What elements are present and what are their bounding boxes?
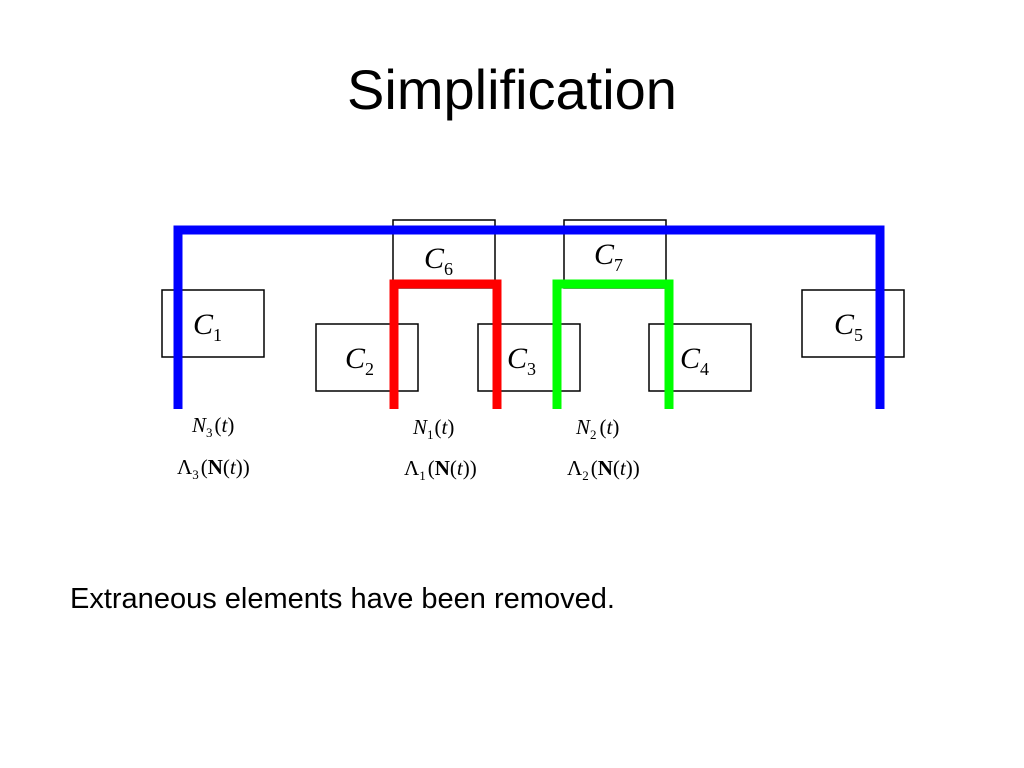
svg-text:C7: C7: [594, 238, 623, 275]
svg-text:C6: C6: [424, 242, 453, 279]
box-c5: C5: [801, 289, 905, 358]
c7-index: 7: [614, 255, 623, 275]
c4-letter: C: [680, 342, 701, 375]
green-bracket: [552, 279, 674, 409]
red-bracket: [389, 279, 502, 409]
counter-label-n1: N1(t): [412, 415, 454, 442]
c7-letter: C: [594, 238, 615, 271]
box-c2: C2: [315, 323, 419, 392]
c5-letter: C: [834, 308, 855, 341]
svg-text:C4: C4: [680, 342, 709, 379]
c1-index: 1: [213, 325, 222, 345]
svg-text:C3: C3: [507, 342, 536, 379]
rate-label-lambda1: Λ1(N(t)): [404, 456, 477, 483]
blue-bracket: [173, 225, 885, 409]
c2-letter: C: [345, 342, 366, 375]
c4-index: 4: [700, 359, 709, 379]
svg-text:C1: C1: [193, 308, 222, 345]
c3-index: 3: [527, 359, 536, 379]
rate-label-lambda2: Λ2(N(t)): [567, 456, 640, 483]
svg-text:C2: C2: [345, 342, 374, 379]
counter-label-n2: N2(t): [575, 415, 619, 442]
c6-letter: C: [424, 242, 445, 275]
svg-text:C5: C5: [834, 308, 863, 345]
slide-title: Simplification: [347, 58, 677, 121]
c3-letter: C: [507, 342, 528, 375]
rate-label-lambda3: Λ3(N(t)): [177, 455, 250, 482]
c2-index: 2: [365, 359, 374, 379]
c1-letter: C: [193, 308, 214, 341]
counter-label-n3: N3(t): [191, 413, 234, 440]
c5-index: 5: [854, 325, 863, 345]
slide-caption: Extraneous elements have been removed.: [70, 583, 615, 615]
c6-index: 6: [444, 259, 453, 279]
box-c4: C4: [648, 323, 752, 392]
